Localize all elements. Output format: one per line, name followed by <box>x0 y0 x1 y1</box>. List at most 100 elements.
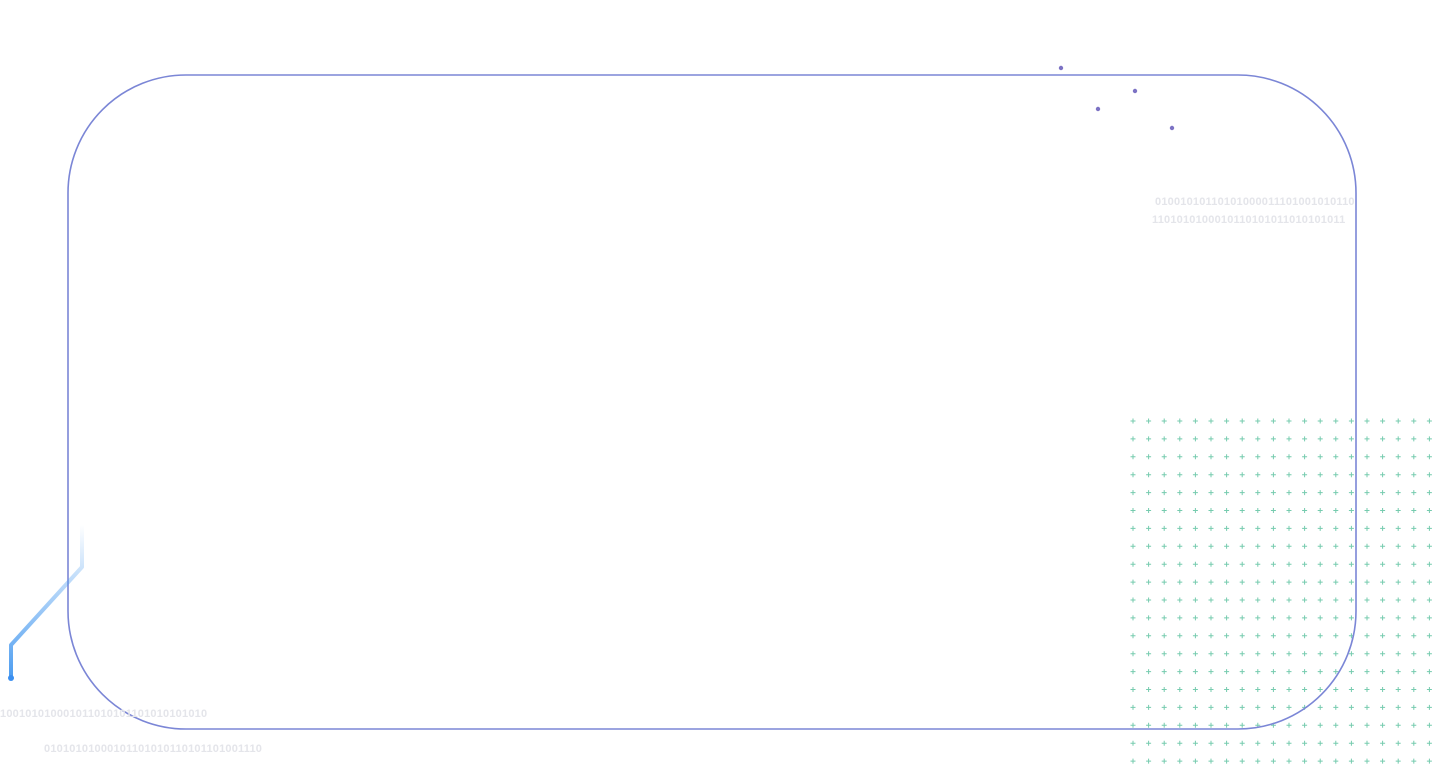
plus-mark <box>1348 758 1354 764</box>
plus-mark <box>1270 454 1276 460</box>
plus-mark <box>1192 543 1198 549</box>
plus-mark <box>1270 436 1276 442</box>
plus-mark <box>1130 633 1136 639</box>
plus-mark <box>1348 436 1354 442</box>
plus-mark <box>1333 490 1339 496</box>
plus-mark <box>1411 615 1417 621</box>
plus-mark <box>1364 704 1370 710</box>
plus-mark <box>1426 543 1432 549</box>
plus-mark <box>1286 651 1292 657</box>
plus-mark <box>1333 418 1339 424</box>
plus-mark <box>1426 490 1432 496</box>
plus-mark <box>1130 454 1136 460</box>
plus-mark <box>1208 561 1214 567</box>
plus-mark <box>1146 740 1152 746</box>
plus-mark <box>1411 597 1417 603</box>
plus-mark <box>1270 633 1276 639</box>
plus-mark <box>1224 561 1230 567</box>
plus-mark <box>1348 418 1354 424</box>
plus-mark <box>1364 651 1370 657</box>
plus-mark <box>1286 669 1292 675</box>
plus-mark <box>1333 579 1339 585</box>
plus-mark <box>1130 597 1136 603</box>
plus-mark <box>1348 454 1354 460</box>
plus-mark <box>1192 561 1198 567</box>
circuit-trace-icon <box>8 523 84 681</box>
plus-mark <box>1208 454 1214 460</box>
plus-mark <box>1302 615 1308 621</box>
plus-mark <box>1224 615 1230 621</box>
plus-mark <box>1395 543 1401 549</box>
plus-mark <box>1255 687 1261 692</box>
binary-text-top-right-1: 010010101101010000111010010101​10 <box>1155 196 1355 208</box>
plus-mark <box>1380 722 1386 728</box>
plus-mark <box>1270 651 1276 657</box>
plus-mark <box>1333 651 1339 657</box>
plus-mark <box>1364 669 1370 675</box>
plus-mark <box>1426 615 1432 621</box>
plus-mark <box>1395 579 1401 585</box>
plus-mark <box>1348 508 1354 513</box>
plus-mark <box>1302 490 1308 496</box>
plus-mark <box>1364 454 1370 460</box>
plus-mark <box>1224 436 1230 442</box>
plus-mark <box>1130 543 1136 549</box>
plus-mark <box>1426 597 1432 603</box>
plus-mark <box>1270 490 1276 496</box>
plus-mark <box>1146 669 1152 675</box>
plus-mark <box>1317 436 1323 442</box>
plus-mark <box>1333 454 1339 460</box>
plus-mark <box>1161 669 1167 675</box>
plus-mark <box>1177 472 1183 478</box>
plus-mark <box>1317 597 1323 603</box>
plus-mark <box>1333 543 1339 549</box>
plus-mark <box>1130 490 1136 496</box>
plus-mark <box>1255 597 1261 603</box>
plus-mark <box>1380 651 1386 657</box>
plus-mark <box>1317 615 1323 621</box>
plus-mark <box>1348 615 1354 621</box>
plus-mark <box>1177 633 1183 639</box>
plus-mark <box>1224 740 1230 746</box>
plus-mark <box>1255 704 1261 710</box>
plus-mark <box>1348 704 1354 710</box>
plus-mark <box>1270 472 1276 478</box>
plus-mark <box>1380 472 1386 478</box>
plus-mark <box>1161 418 1167 424</box>
plus-mark <box>1146 436 1152 442</box>
plus-grid-pattern-icon <box>1130 418 1432 764</box>
plus-mark <box>1286 722 1292 728</box>
plus-mark <box>1239 597 1245 603</box>
plus-mark <box>1270 597 1276 603</box>
plus-mark <box>1286 543 1292 549</box>
plus-mark <box>1239 579 1245 585</box>
plus-mark <box>1177 490 1183 496</box>
plus-mark <box>1224 454 1230 460</box>
plus-mark <box>1348 525 1354 531</box>
plus-mark <box>1239 418 1245 424</box>
plus-mark <box>1395 561 1401 567</box>
plus-mark <box>1395 490 1401 496</box>
plus-mark <box>1302 740 1308 746</box>
plus-mark <box>1239 543 1245 549</box>
plus-mark <box>1333 525 1339 531</box>
plus-mark <box>1239 561 1245 567</box>
plus-mark <box>1224 722 1230 728</box>
plus-mark <box>1411 418 1417 424</box>
plus-mark <box>1270 561 1276 567</box>
plus-mark <box>1239 490 1245 496</box>
plus-mark <box>1395 633 1401 639</box>
plus-mark <box>1146 687 1152 692</box>
plus-mark <box>1302 418 1308 424</box>
plus-mark <box>1426 579 1432 585</box>
plus-mark <box>1161 579 1167 585</box>
plus-mark <box>1286 633 1292 639</box>
plus-mark <box>1177 740 1183 746</box>
plus-mark <box>1270 579 1276 585</box>
plus-mark <box>1364 687 1370 692</box>
plus-mark <box>1395 454 1401 460</box>
plus-mark <box>1130 436 1136 442</box>
plus-mark <box>1348 722 1354 728</box>
plus-mark <box>1364 525 1370 531</box>
